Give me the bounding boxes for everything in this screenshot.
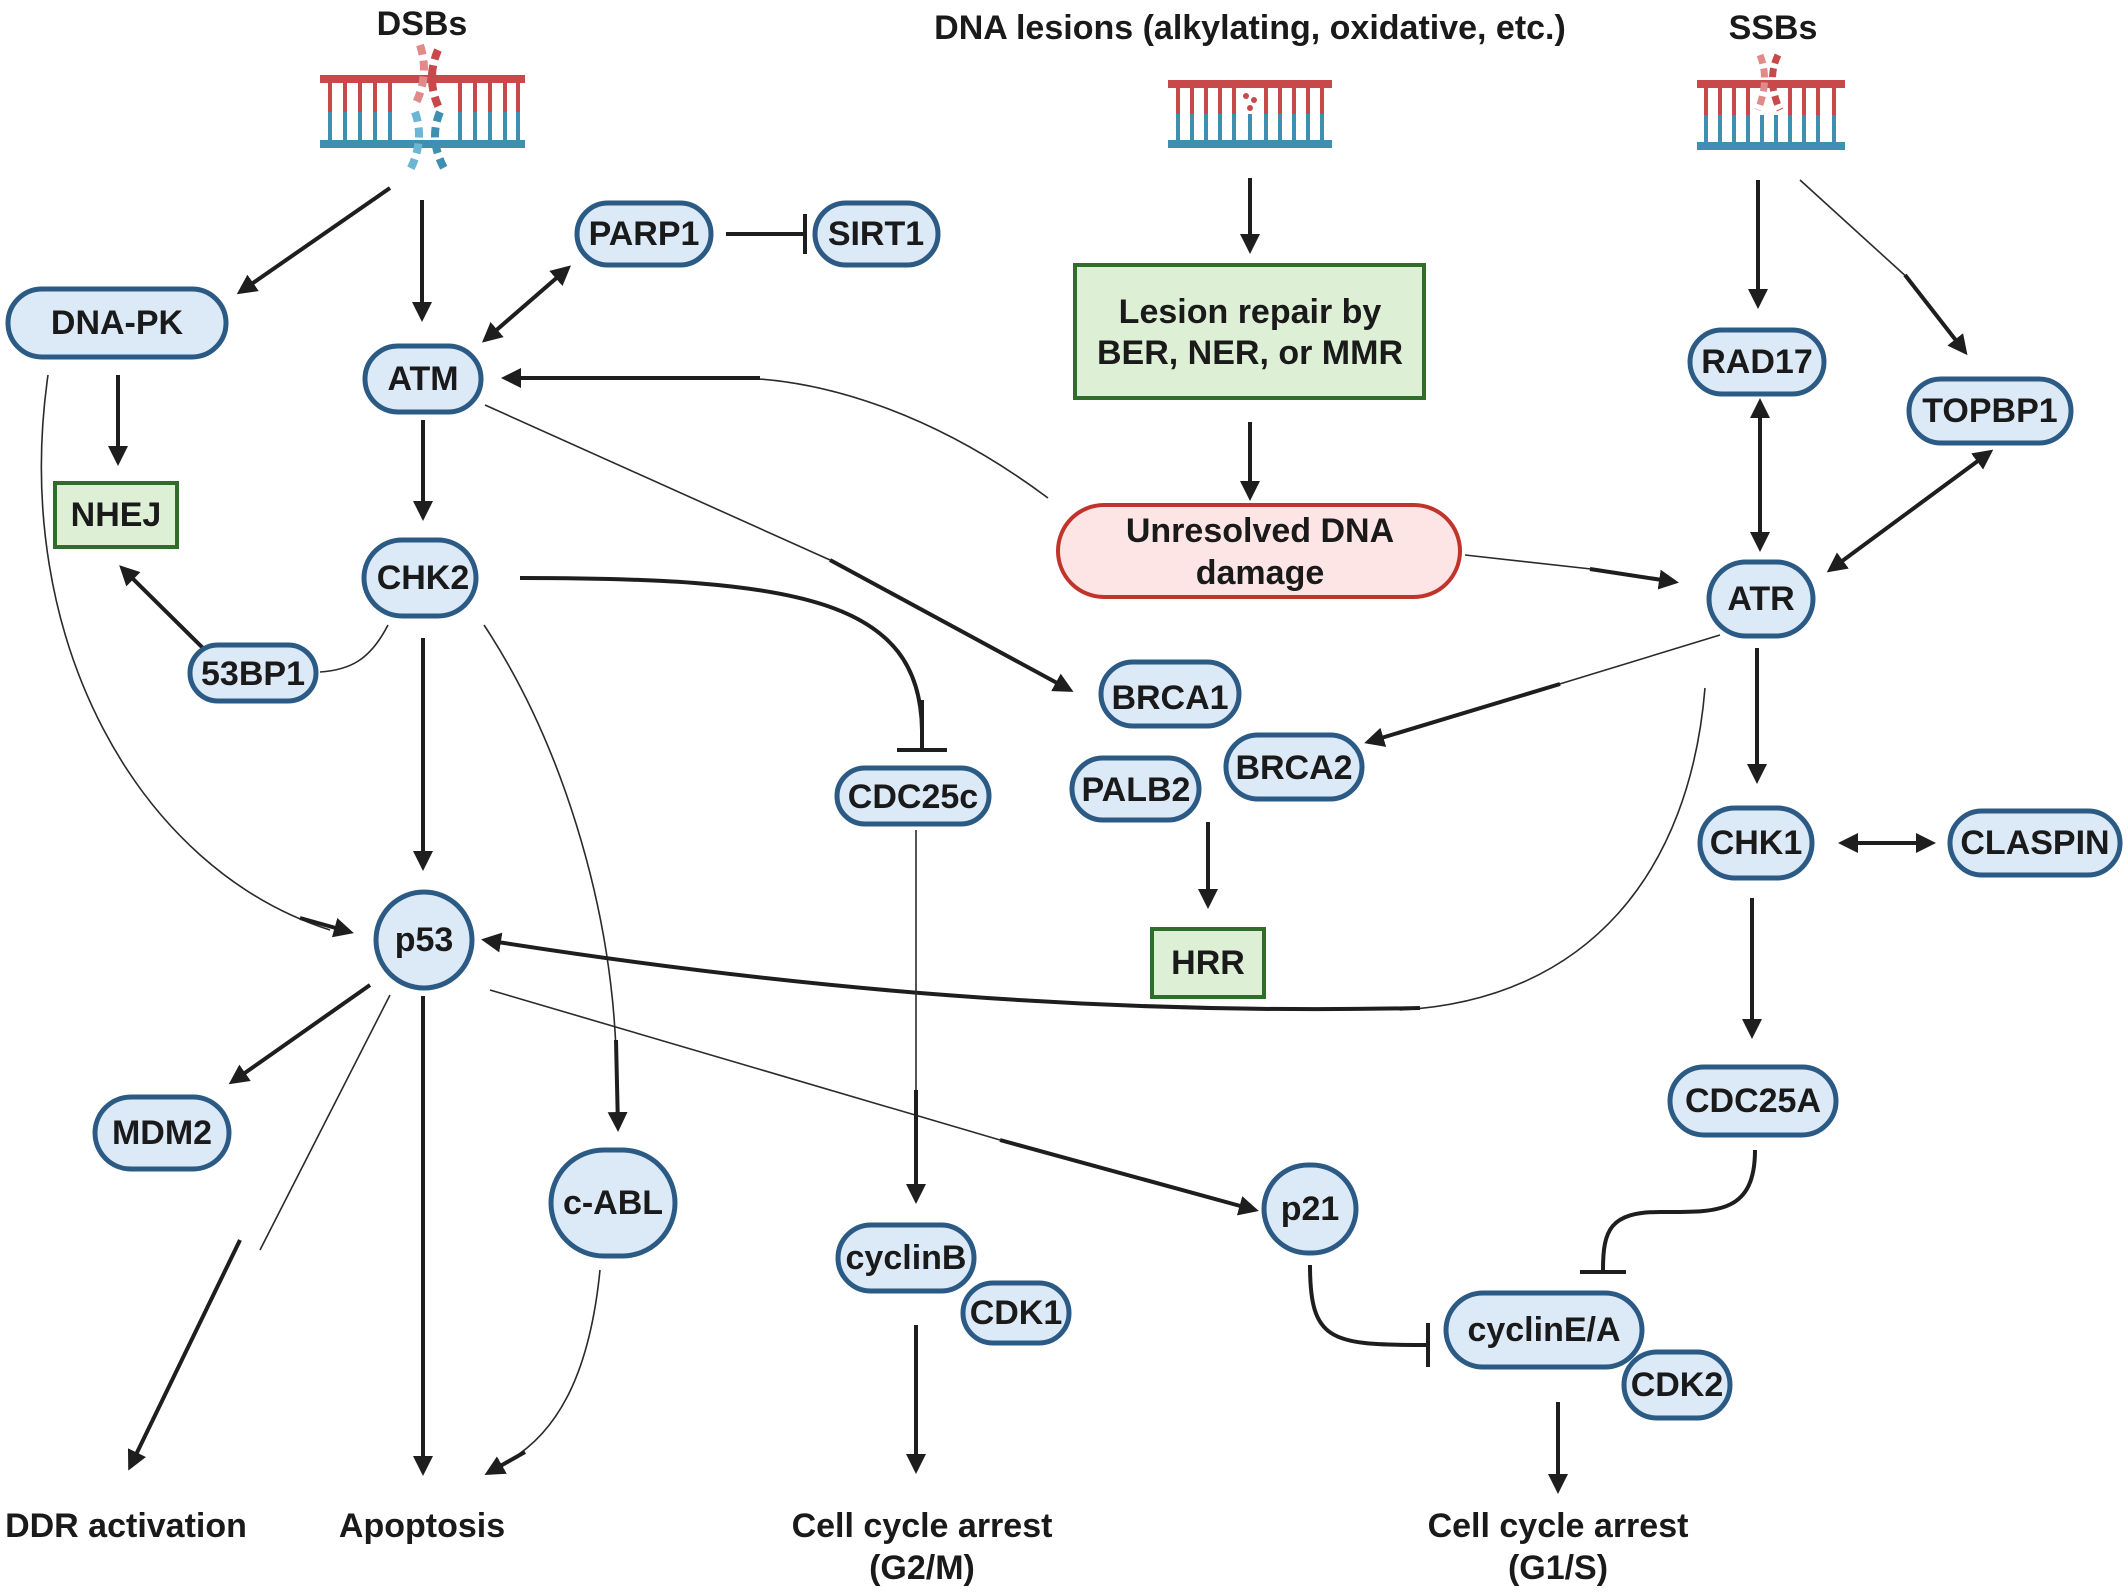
node-cdk1: CDK1 xyxy=(960,1280,1072,1346)
svg-text:NHEJ: NHEJ xyxy=(71,496,162,534)
svg-text:cyclinE/A: cyclinE/A xyxy=(1467,1311,1620,1349)
lesion-dna-icon xyxy=(1168,80,1332,148)
node-sirt1: SIRT1 xyxy=(812,200,941,268)
node-p53: p53 xyxy=(373,889,475,991)
node-claspin: CLASPIN xyxy=(1947,808,2123,878)
label-dna-lesions: DNA lesions (alkylating, oxidative, etc.… xyxy=(934,9,1566,47)
label-ssbs: SSBs xyxy=(1729,9,1818,47)
svg-text:SIRT1: SIRT1 xyxy=(828,215,924,253)
node-cdk2: CDK2 xyxy=(1621,1349,1733,1421)
box-hrr: HRR xyxy=(1150,927,1266,999)
node-rad17: RAD17 xyxy=(1687,327,1827,397)
box-nhej: NHEJ xyxy=(53,481,179,549)
svg-text:CDC25A: CDC25A xyxy=(1685,1082,1821,1120)
node-53bp1: 53BP1 xyxy=(187,642,319,704)
outcome-apoptosis: Apoptosis xyxy=(339,1507,505,1545)
outcome-g2m-line1: Cell cycle arrest xyxy=(792,1507,1053,1545)
outcome-g2m-line2: (G2/M) xyxy=(869,1549,975,1587)
node-cdc25c: CDC25c xyxy=(834,765,992,827)
svg-text:Unresolved DNA: Unresolved DNA xyxy=(1126,512,1394,550)
outcome-ddr-activation: DDR activation xyxy=(5,1507,247,1545)
svg-text:RAD17: RAD17 xyxy=(1701,343,1812,381)
node-atm: ATM xyxy=(362,343,484,415)
svg-text:DNA-PK: DNA-PK xyxy=(51,304,184,342)
svg-text:CHK2: CHK2 xyxy=(377,559,470,597)
node-palb2: PALB2 xyxy=(1069,755,1202,823)
svg-text:damage: damage xyxy=(1196,554,1325,592)
edges xyxy=(40,178,1994,1494)
svg-text:BRCA1: BRCA1 xyxy=(1111,679,1228,717)
label-dsbs: DSBs xyxy=(377,5,468,43)
node-atr: ATR xyxy=(1706,559,1816,639)
node-parp1: PARP1 xyxy=(574,200,714,268)
svg-text:CDK2: CDK2 xyxy=(1631,1366,1724,1404)
dsb-dna-icon xyxy=(320,43,525,172)
svg-text:c-ABL: c-ABL xyxy=(563,1184,663,1222)
outcome-g1s-line2: (G1/S) xyxy=(1508,1549,1608,1587)
node-cyclinb: cyclinB xyxy=(835,1222,977,1294)
node-chk2: CHK2 xyxy=(361,537,479,619)
outcome-g1s-line1: Cell cycle arrest xyxy=(1428,1507,1689,1545)
svg-text:CDC25c: CDC25c xyxy=(848,778,978,816)
svg-text:PALB2: PALB2 xyxy=(1082,771,1191,809)
svg-text:p21: p21 xyxy=(1281,1190,1340,1228)
node-brca1: BRCA1 xyxy=(1098,659,1242,729)
svg-text:MDM2: MDM2 xyxy=(112,1114,212,1152)
svg-text:CLASPIN: CLASPIN xyxy=(1960,824,2109,862)
svg-text:TOPBP1: TOPBP1 xyxy=(1922,392,2057,430)
node-c-abl: c-ABL xyxy=(548,1147,678,1259)
svg-text:cyclinB: cyclinB xyxy=(846,1239,967,1277)
node-cdc25a: CDC25A xyxy=(1667,1064,1839,1138)
svg-text:HRR: HRR xyxy=(1171,944,1245,982)
svg-text:BER, NER, or MMR: BER, NER, or MMR xyxy=(1097,334,1403,372)
svg-text:53BP1: 53BP1 xyxy=(201,655,305,693)
svg-text:CHK1: CHK1 xyxy=(1710,824,1803,862)
ssb-dna-icon xyxy=(1697,53,1845,150)
node-chk1: CHK1 xyxy=(1697,805,1815,881)
node-brca2: BRCA2 xyxy=(1223,732,1365,802)
box-unresolved-damage: Unresolved DNA damage xyxy=(1056,503,1462,599)
svg-text:p53: p53 xyxy=(395,921,454,959)
node-p21: p21 xyxy=(1261,1162,1359,1256)
svg-text:CDK1: CDK1 xyxy=(970,1294,1063,1332)
node-mdm2: MDM2 xyxy=(92,1094,232,1172)
node-cyclinea: cyclinE/A xyxy=(1443,1290,1645,1370)
svg-text:BRCA2: BRCA2 xyxy=(1235,749,1352,787)
node-dna-pk: DNA-PK xyxy=(5,286,229,360)
box-lesion-repair: Lesion repair by BER, NER, or MMR xyxy=(1073,263,1426,400)
svg-text:Lesion repair by: Lesion repair by xyxy=(1119,293,1382,331)
svg-text:ATM: ATM xyxy=(387,360,458,398)
node-topbp1: TOPBP1 xyxy=(1906,376,2074,446)
svg-text:ATR: ATR xyxy=(1727,580,1794,618)
svg-text:PARP1: PARP1 xyxy=(589,215,700,253)
